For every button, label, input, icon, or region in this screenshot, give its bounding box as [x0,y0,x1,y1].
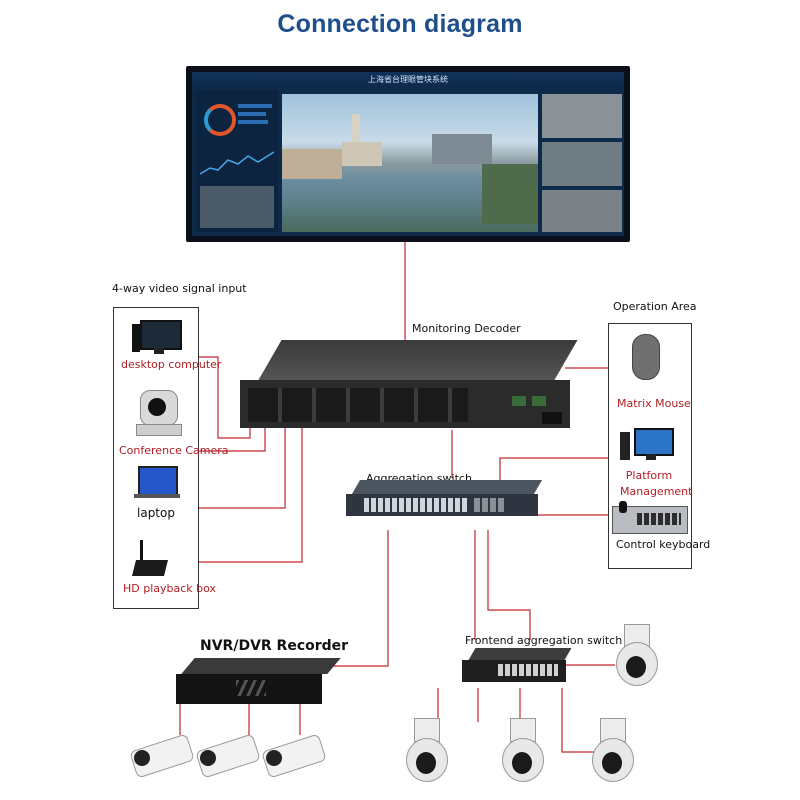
screen-banner: 上海省台理眼管块系统 [368,75,448,84]
camera-tile-3 [542,190,622,232]
input-group-box [113,307,199,609]
operation-label-mouse: Matrix Mouse [617,397,691,410]
camera-tile-1 [542,94,622,138]
video-wall-screen: 上海省台理眼管块系统 [186,66,630,242]
control-keyboard-icon [612,501,688,534]
diagram-title: Connection diagram [277,10,523,38]
input-label-desktop: desktop computer [121,358,222,371]
decoder-label: Monitoring Decoder [412,322,521,335]
trend-chart [200,151,274,175]
frontend-switch-label: Frontend aggregation switch [465,634,623,647]
matrix-mouse-icon [632,334,660,380]
city-video-feed [282,94,538,232]
operation-area-label: Operation Area [613,300,697,313]
nvr-recorder-device [176,658,341,704]
camera-tile-2 [542,142,622,186]
input-label-camera: Conference Camera [119,444,229,457]
operation-area-box [608,323,692,569]
operation-label-platform: Platform Management [620,469,693,498]
aggregation-switch-device [346,480,543,530]
recorder-label: NVR/DVR Recorder [200,638,349,654]
input-label-laptop: laptop [137,506,175,520]
input-label-playback: HD playback box [123,582,217,595]
gauge-ring [204,104,236,136]
frontend-switch-device [462,648,572,688]
monitoring-decoder-device [240,340,578,428]
operation-label-keyboard: Control keyboard [616,538,711,551]
dashboard-panel [196,90,278,232]
input-group-label: 4-way video signal input [112,282,247,295]
